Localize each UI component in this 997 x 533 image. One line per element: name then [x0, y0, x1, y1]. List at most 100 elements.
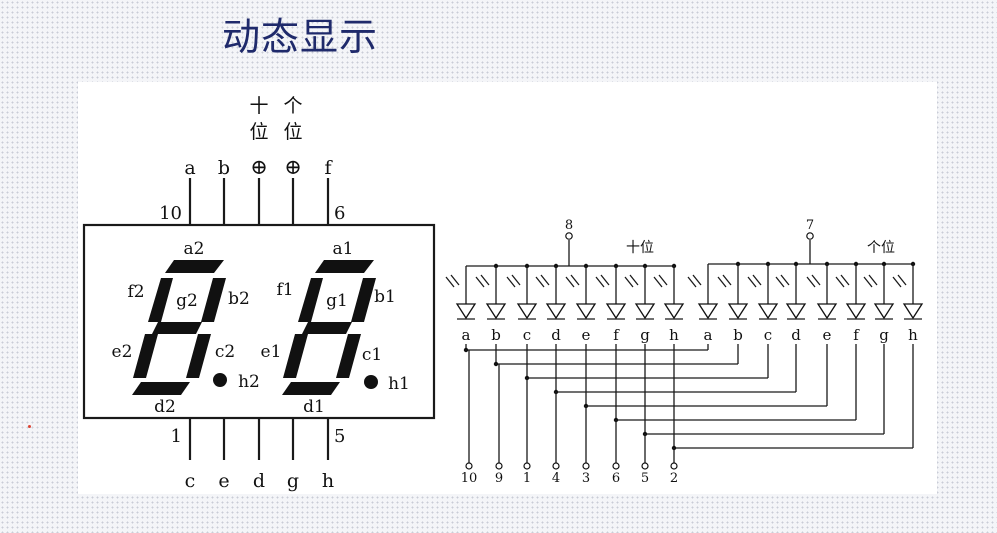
light-arrow-icon — [835, 276, 845, 288]
light-arrow-icon — [863, 276, 873, 288]
segment-label: b2 — [228, 289, 250, 309]
digit-ones — [282, 260, 378, 395]
output-pin-number: 2 — [670, 471, 678, 486]
segment-b1 — [351, 278, 376, 322]
bottom-pin-label: g — [287, 470, 299, 492]
digit-tens — [132, 260, 227, 395]
group-label: 个位 — [867, 240, 895, 256]
tens-label-char: 十 — [249, 95, 268, 117]
light-arrow-icon — [747, 276, 757, 288]
segment-g2 — [152, 322, 202, 334]
common-anode-buses: 8 十位 7 个位 — [466, 218, 916, 269]
led-diode-icon — [634, 303, 656, 320]
common-pin-number: 8 — [565, 218, 573, 233]
output-pin-number: 6 — [612, 471, 620, 486]
light-arrow-icon — [752, 274, 762, 286]
segment-label: d1 — [303, 397, 325, 417]
led-label: e — [582, 326, 591, 344]
pin-terminal — [582, 462, 590, 470]
top-pin-label: f — [324, 157, 333, 179]
led-label: h — [669, 326, 679, 344]
segment-label: c1 — [362, 345, 382, 365]
led-diode-icon — [663, 303, 685, 320]
light-arrow-icon — [624, 276, 634, 288]
junction-dot — [493, 361, 499, 367]
led-diode-icon — [873, 303, 895, 320]
led-label: a — [704, 326, 713, 344]
pin-terminal — [495, 462, 503, 470]
led-label: c — [523, 326, 531, 344]
led-label: g — [640, 326, 650, 344]
light-arrow-icon — [775, 276, 785, 288]
segment-label: g1 — [326, 291, 348, 311]
led-diode-icon — [816, 303, 838, 320]
segment-h2 — [213, 373, 227, 387]
light-arrow-icon — [806, 276, 816, 288]
figure-panel: a b ⊕ ⊕ f 10 6 十 位 个 位 c e d g h 1 5 — [78, 82, 937, 494]
segment-label: c2 — [215, 342, 235, 362]
segment-label: h2 — [238, 372, 260, 392]
led-label: d — [791, 326, 801, 344]
segment-e2 — [133, 334, 158, 378]
common-pin-number: 7 — [806, 218, 814, 233]
led-label: g — [879, 326, 889, 344]
led-label: f — [613, 326, 620, 344]
led-label: e — [823, 326, 832, 344]
light-arrow-icon — [692, 274, 702, 286]
led-label: a — [462, 326, 471, 344]
light-arrow-icon — [653, 276, 663, 288]
group-label: 十位 — [626, 240, 654, 256]
segment-g1 — [302, 322, 352, 334]
ones-label-char: 个 — [283, 95, 302, 117]
light-arrow-icon — [535, 276, 545, 288]
output-pin-number: 5 — [641, 471, 649, 486]
led-diode-icon — [727, 303, 749, 320]
led-diode-icon — [545, 303, 567, 320]
light-arrow-icon — [868, 274, 878, 286]
light-arrow-icon — [658, 274, 668, 286]
segment-h1 — [364, 375, 378, 389]
segment-label: a2 — [184, 239, 205, 259]
led-diode-icon — [697, 303, 719, 320]
led-label: c — [764, 326, 772, 344]
output-pin-number: 1 — [523, 471, 531, 486]
segment-wires: 10 9 1 4 3 6 5 2 — [461, 344, 914, 486]
segment-a2 — [165, 260, 224, 273]
output-pin-number: 10 — [461, 471, 478, 486]
segment-d2 — [132, 382, 190, 395]
pin-number: 6 — [334, 203, 345, 224]
pin-number: 10 — [159, 203, 182, 224]
segment-c2 — [186, 334, 211, 378]
led-diode-icon — [845, 303, 867, 320]
light-arrow-icon — [450, 274, 460, 286]
pin-terminal — [552, 462, 560, 470]
segment-label: f1 — [276, 280, 293, 300]
led-label: b — [491, 326, 501, 344]
output-pin-number: 4 — [552, 471, 560, 486]
light-arrow-icon — [722, 274, 732, 286]
segment-label: f2 — [127, 282, 144, 302]
red-marker — [28, 425, 31, 428]
segment-label: g2 — [176, 291, 198, 311]
led-label: d — [551, 326, 561, 344]
light-arrow-icon — [840, 274, 850, 286]
output-pin-number: 9 — [495, 471, 503, 486]
led-label: f — [853, 326, 860, 344]
bottom-pin-label: c — [185, 470, 196, 492]
led-diode-icon — [575, 303, 597, 320]
light-arrow-icon — [811, 274, 821, 286]
ones-label-char: 位 — [283, 121, 302, 143]
light-arrow-icon — [600, 274, 610, 286]
segment-f1 — [298, 278, 323, 322]
tens-label-char: 位 — [249, 121, 268, 143]
output-pin-number: 3 — [582, 471, 590, 486]
common-anode-symbol: ⊕ — [284, 155, 302, 179]
light-arrow-icon — [565, 276, 575, 288]
segment-label: a1 — [333, 239, 354, 259]
led-diode-icon — [605, 303, 627, 320]
pin-terminal — [806, 232, 814, 240]
segment-b2 — [201, 278, 226, 322]
junction-dot — [463, 347, 469, 353]
